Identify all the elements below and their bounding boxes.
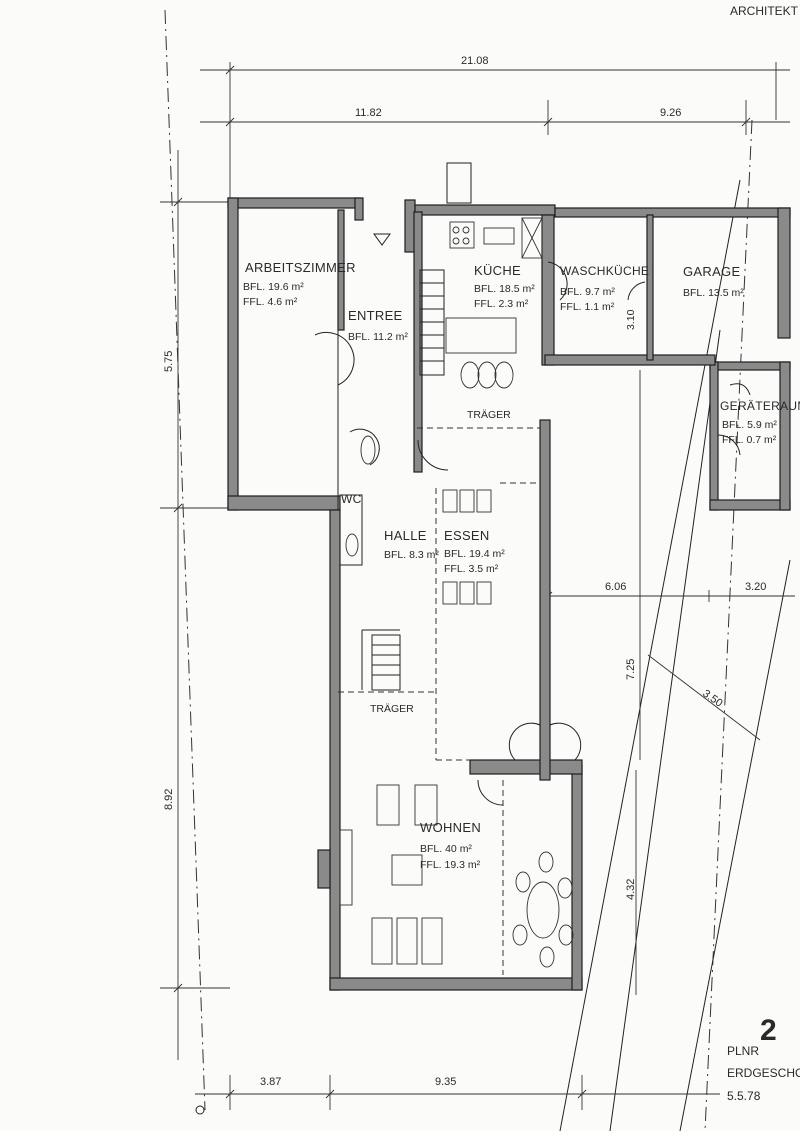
dim-terrace-c: 7.25 [625, 659, 637, 680]
dim-terrace-b: 3.20 [745, 581, 766, 593]
property-lines [164, 9, 791, 1131]
door-swings [314, 261, 741, 806]
exterior-walls [227, 162, 791, 991]
room-wohnen-ffl: FFL. 19.3 m² [420, 859, 481, 871]
living-furniture [317, 784, 574, 968]
title-date: 5.5.78 [727, 1089, 761, 1103]
room-halle-name: HALLE [384, 528, 427, 543]
room-wc-name: WC [341, 492, 362, 506]
room-geraeteraum-bfl: BFL. 5.9 m² [722, 419, 777, 431]
geraeteraum-fixture [729, 383, 751, 396]
room-kueche-name: KÜCHE [474, 263, 521, 278]
interior-lines [337, 330, 540, 975]
entrance-marker-icon [373, 233, 391, 246]
dim-bottom-left: 3.87 [260, 1076, 281, 1088]
title-sheet-name: ERDGESCHOS [727, 1066, 800, 1080]
room-halle-bfl: BFL. 8.3 m² [384, 549, 439, 561]
room-waschkueche-ffl: FFL. 1.1 m² [560, 301, 615, 313]
dim-washroom-door: 3.10 [625, 309, 637, 330]
room-geraeteraum-name: GERÄTERAUM [720, 399, 800, 413]
room-arbeitszimmer-bfl: BFL. 19.6 m² [243, 281, 304, 293]
dim-left-width: 11.82 [355, 107, 382, 119]
dim-upper-height: 5.75 [163, 351, 175, 372]
dim-terrace-d: 3.50 [700, 688, 724, 710]
dim-lower-height: 8.92 [163, 789, 175, 810]
kitchen-fixtures [445, 217, 543, 389]
dim-terrace-a: 6.06 [605, 581, 626, 593]
dim-total-width: 21.08 [461, 55, 489, 67]
room-waschkueche-bfl: BFL. 9.7 m² [560, 286, 615, 298]
room-garage-bfl: BFL. 13.5 m² [683, 287, 744, 299]
stairs [371, 269, 445, 691]
room-garage-name: GARAGE [683, 264, 740, 279]
room-entree-bfl: BFL. 11.2 m² [348, 331, 408, 343]
dim-right-width: 9.26 [660, 107, 681, 119]
dim-terrace-e: 4.32 [625, 879, 637, 900]
beam-label-lower: TRÄGER [370, 703, 414, 715]
room-essen-ffl: FFL. 3.5 m² [444, 563, 499, 575]
room-arbeitszimmer-name: ARBEITSZIMMER [245, 260, 356, 275]
room-geraeteraum-ffl: FFL. 0.7 m² [722, 434, 777, 446]
room-kueche-ffl: FFL. 2.3 m² [474, 298, 529, 310]
room-entree-name: ENTREE [348, 308, 403, 323]
room-wohnen-name: WOHNEN [420, 820, 481, 835]
dim-bottom-right: 9.35 [435, 1076, 456, 1088]
wc-fixtures [345, 435, 376, 557]
header-text: ARCHITEKT [730, 4, 799, 18]
room-waschkueche-name: WASCHKÜCHE [560, 264, 649, 278]
room-arbeitszimmer-ffl: FFL. 4.6 m² [243, 296, 298, 308]
room-essen-name: ESSEN [444, 528, 490, 543]
dimension-lines [160, 62, 795, 1110]
title-plan-number-label: PLNR [727, 1044, 759, 1058]
room-wohnen-bfl: BFL. 40 m² [420, 843, 472, 855]
title-plan-number: 2 [760, 1014, 777, 1047]
room-kueche-bfl: BFL. 18.5 m² [474, 283, 535, 295]
room-essen-bfl: BFL. 19.4 m² [444, 548, 505, 560]
dining-chairs [442, 489, 492, 605]
beam-label-upper: TRÄGER [467, 409, 511, 421]
